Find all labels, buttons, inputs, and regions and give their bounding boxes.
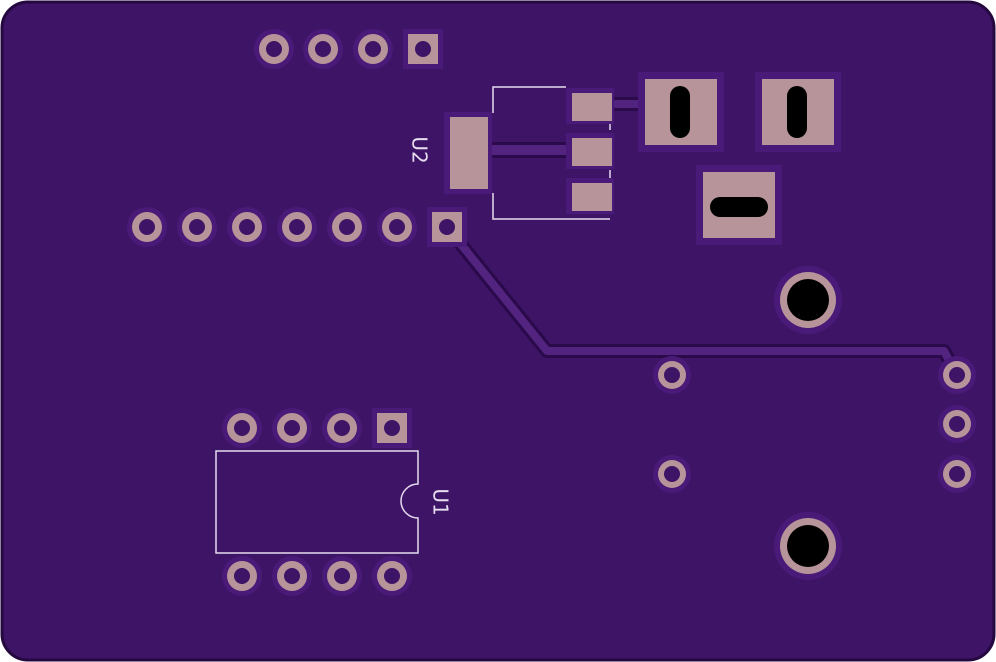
header-middle-pin-1: [427, 207, 467, 247]
u1-pin: [372, 556, 412, 596]
header-middle-7pin: [127, 207, 467, 247]
jack-pad: [638, 72, 724, 152]
header-top-pin: [254, 29, 294, 69]
header-top-pin: [353, 29, 393, 69]
mounting-hole: [774, 512, 842, 580]
jack-pad: [755, 72, 841, 152]
header-middle-pin: [377, 207, 417, 247]
header-middle-pin: [227, 207, 267, 247]
u1-pin: [322, 408, 362, 448]
jack-pad: [696, 165, 782, 245]
header-middle-pin: [177, 207, 217, 247]
header-right-pin: [938, 356, 976, 394]
u2-label: U2: [408, 136, 432, 163]
u1-pin: [322, 556, 362, 596]
u1-pin: [272, 556, 312, 596]
u1-label: U1: [429, 488, 453, 515]
u1-pin: [222, 556, 262, 596]
header-right-3pin: [938, 356, 976, 493]
u2-regulator: [444, 88, 614, 214]
u1-pin: [222, 408, 262, 448]
via-pad: [653, 455, 691, 493]
header-top-pin: [303, 29, 343, 69]
header-right-pin: [938, 455, 976, 493]
mounting-hole: [774, 266, 842, 334]
u1-pin: [272, 408, 312, 448]
via-pad: [653, 356, 691, 394]
header-top-pin-1: [403, 29, 443, 69]
header-right-pin: [938, 405, 976, 443]
header-middle-pin: [327, 207, 367, 247]
u1-dip8: [222, 408, 412, 596]
header-top-4pin: [254, 29, 443, 69]
header-middle-pin: [277, 207, 317, 247]
u1-pin-1: [372, 408, 412, 448]
header-middle-pin: [127, 207, 167, 247]
u1-outline: [215, 450, 419, 554]
power-jack: [638, 72, 841, 245]
